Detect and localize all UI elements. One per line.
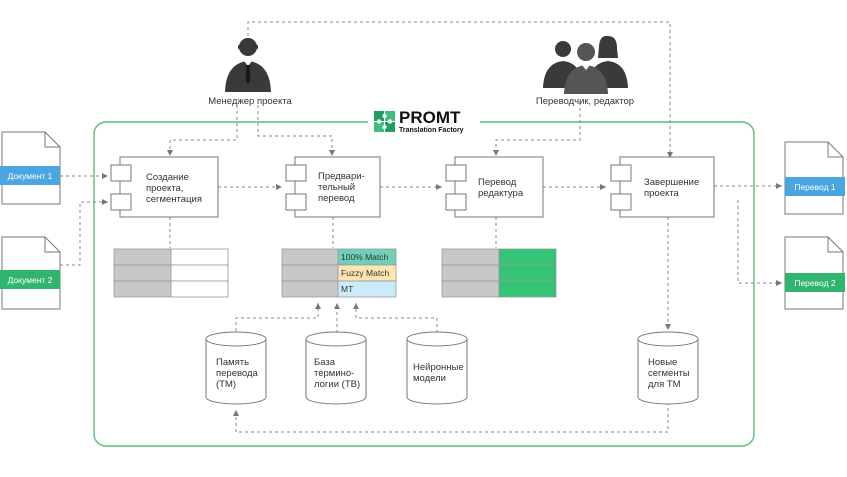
output-document-1: Перевод 1 (784, 141, 845, 215)
resource-1-line-2: перевода (216, 368, 259, 379)
output-document-2: Перевод 2 (784, 236, 845, 310)
stage-2-line-2: тельный (318, 182, 355, 193)
team-icon (543, 35, 628, 94)
output-document-2-label: Перевод 2 (794, 278, 836, 288)
stage-2-line-3: перевод (318, 193, 355, 204)
translators-label: Переводчик, редактор (536, 96, 634, 107)
output-document-1-label: Перевод 1 (794, 182, 836, 192)
segment-grid-edited (441, 248, 557, 298)
stage-1-line-2: проекта, (146, 183, 183, 194)
stage-2-line-1: Предвари- (318, 171, 365, 182)
match-100-label: 100% Match (341, 252, 389, 262)
input-document-1-label: Документ 1 (8, 171, 53, 181)
match-mt-label: MT (341, 284, 353, 294)
resource-3-line-1: Нейронные (413, 362, 464, 373)
resource-2-line-3: логии (TB) (314, 379, 360, 390)
logo-brand: PROMT (399, 108, 461, 127)
resource-2-line-1: База (314, 357, 336, 368)
stage-1-line-3: сегментация (146, 194, 202, 205)
stage-3-line-1: Перевод (478, 177, 517, 188)
connectors (60, 21, 782, 433)
segment-grid-pretranslated: 100% Match Fuzzy Match MT (281, 248, 397, 298)
resource-1-line-1: Память (216, 357, 249, 368)
puzzle-pieces-icon (374, 111, 395, 132)
stage-1-line-1: Создание (146, 172, 189, 183)
input-document-2: Документ 2 (0, 236, 61, 310)
resource-4-line-3: для TM (648, 379, 681, 390)
input-document-1: Документ 1 (0, 131, 61, 205)
manager-label: Менеджер проекта (208, 96, 292, 107)
businessman-icon (225, 38, 271, 92)
segment-grid-source (113, 248, 229, 298)
promt-logo: PROMT Translation Factory (368, 108, 480, 136)
stage-4-line-1: Завершение (644, 177, 699, 188)
resource-1-line-3: (TM) (216, 379, 236, 390)
input-document-2-label: Документ 2 (8, 275, 53, 285)
resource-4-line-1: Новые (648, 357, 677, 368)
resource-3-line-2: модели (413, 373, 446, 384)
resource-4-line-2: сегменты (648, 368, 690, 379)
resource-2-line-2: термино- (314, 368, 354, 379)
stage-4-line-2: проекта (644, 188, 680, 199)
logo-subtitle: Translation Factory (399, 127, 464, 134)
stage-3-line-2: редактура (478, 188, 524, 199)
match-fuzzy-label: Fuzzy Match (341, 268, 389, 278)
